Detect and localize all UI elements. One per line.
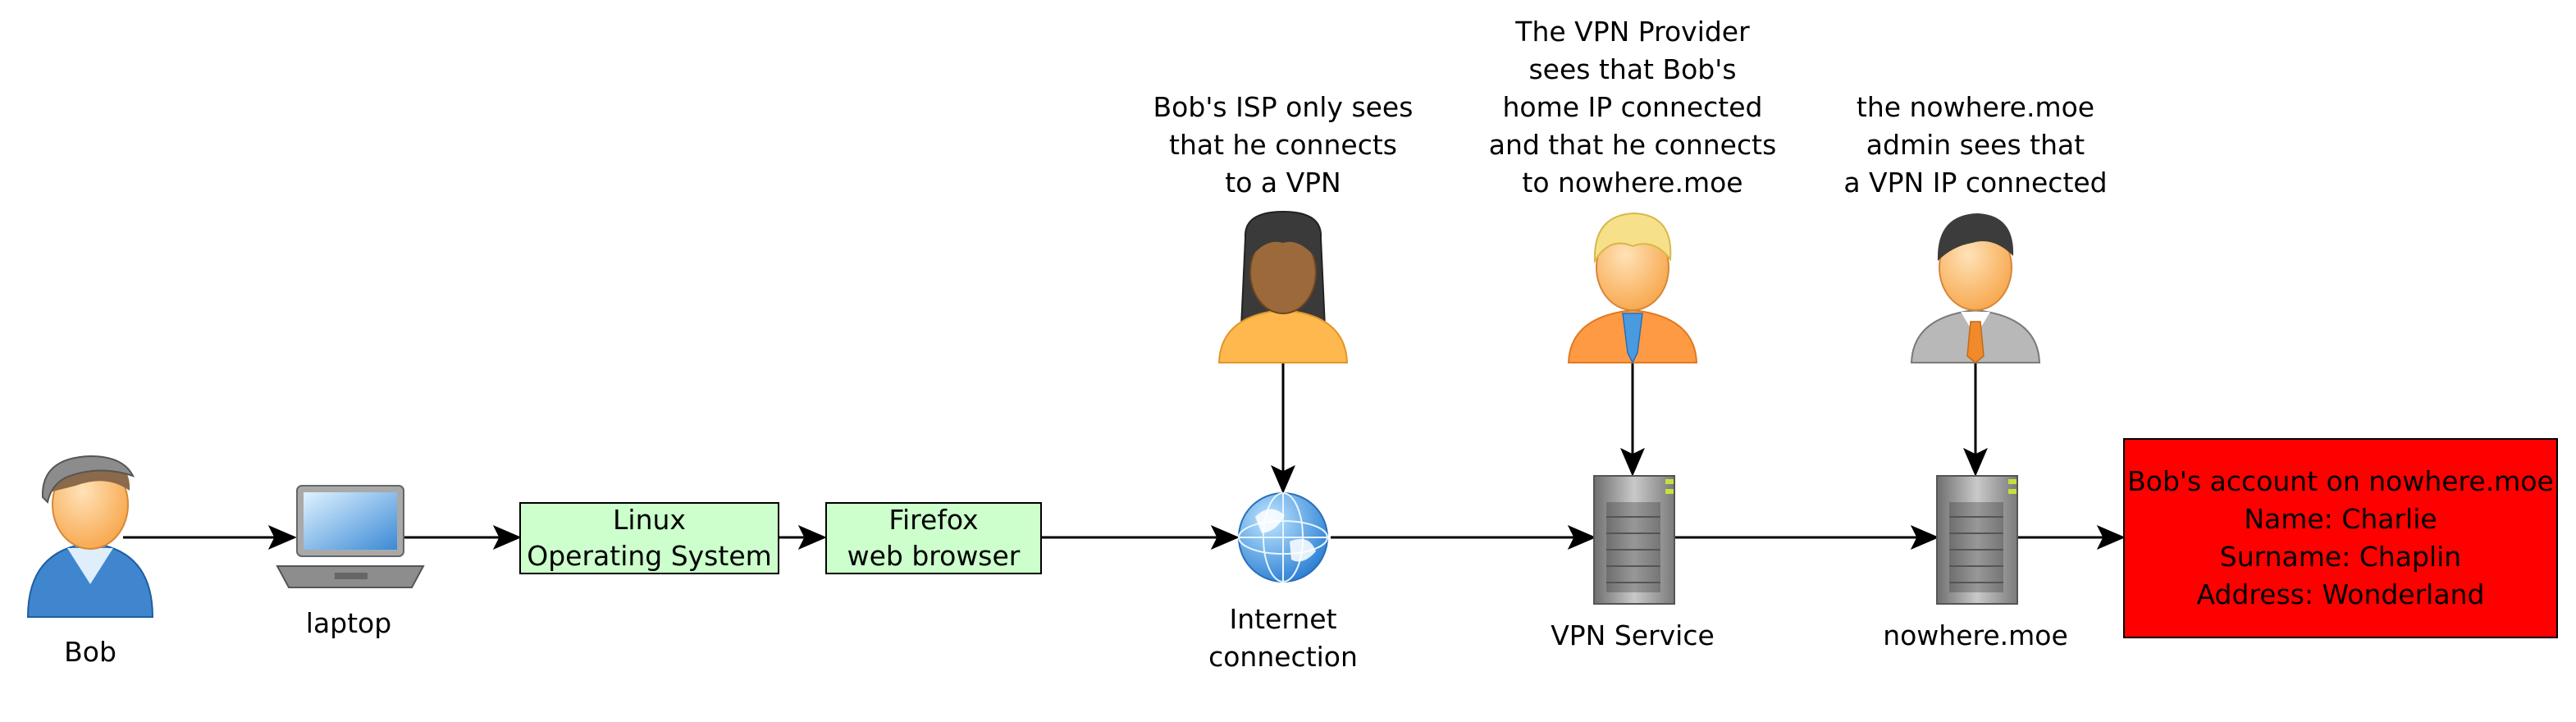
bob-label: Bob <box>64 636 116 668</box>
firefox-browser-box: Firefox web browser <box>825 502 1042 574</box>
person-female-icon <box>1217 210 1349 363</box>
admin-caption: the nowhere.moe admin sees that a VPN IP… <box>1843 91 2108 199</box>
user-hoodie-icon <box>26 455 154 618</box>
isp-caption: Bob's ISP only sees that he connects to … <box>1153 91 1414 199</box>
laptop-icon <box>276 485 425 588</box>
laptop-label: laptop <box>305 607 392 639</box>
vpn-provider-caption: The VPN Provider sees that Bob's home IP… <box>1488 16 1777 199</box>
person-businessman-icon <box>1910 213 2041 363</box>
bobs-account-box: Bob's account on nowhere.moe Name: Charl… <box>2123 438 2558 638</box>
internet-connection-label: Internet connection <box>1208 603 1358 673</box>
server-icon <box>1936 475 2018 605</box>
nowhere-moe-label: nowhere.moe <box>1883 619 2068 651</box>
person-blond-icon <box>1567 212 1698 364</box>
linux-os-box: Linux Operating System <box>519 502 779 574</box>
vpn-service-label: VPN Service <box>1551 619 1715 651</box>
server-icon <box>1593 475 1675 605</box>
flow-arrows <box>123 363 2126 550</box>
globe-icon <box>1238 492 1328 583</box>
